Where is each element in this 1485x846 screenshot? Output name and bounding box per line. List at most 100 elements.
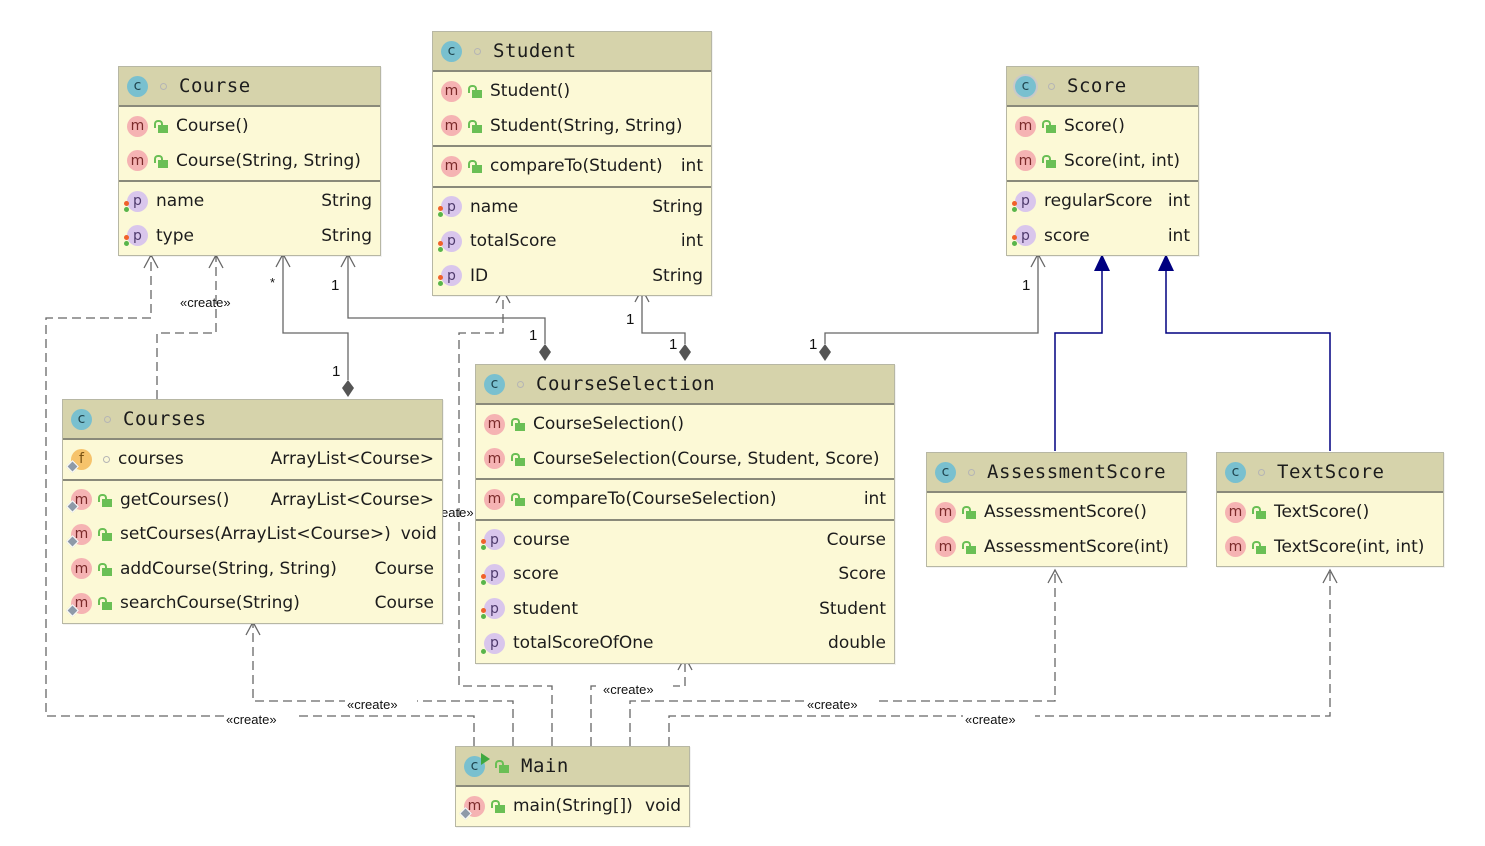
class-header[interactable]: c Main [456,747,689,787]
member-row[interactable]: p name String [433,190,711,225]
dependency-edge-courses-course [156,255,217,399]
member-row[interactable]: m CourseSelection() [476,407,894,442]
public-lock-icon [962,505,976,520]
methods-section: m compareTo(CourseSelection) int [476,480,894,521]
open-arrowhead [1047,568,1063,584]
member-row[interactable]: m Score(int, int) [1007,144,1198,179]
member-type: int [1167,225,1190,246]
property-icon: p [481,632,505,654]
property-icon: p [481,529,505,551]
member-name: name [470,196,519,217]
member-row[interactable]: p totalScore int [433,224,711,259]
member-row[interactable]: m searchCourse(String) Course [63,586,442,621]
member-row[interactable]: m CourseSelection(Course, Student, Score… [476,442,894,477]
class-course[interactable]: c Course m Course() m Course(String, Str… [118,66,381,256]
member-type: String [321,225,372,246]
package-visibility-icon [517,380,524,388]
member-row[interactable]: m Course() [119,109,380,144]
multiplicity-label: * [270,275,275,290]
class-courses[interactable]: c Courses f courses ArrayList<Course> m … [62,399,443,624]
create-stereotype-label: «create» [807,697,858,712]
member-row[interactable]: f courses ArrayList<Course> [63,442,442,477]
member-name: CourseSelection() [533,414,684,435]
class-student[interactable]: c Student m Student() m Student(String, … [432,31,712,296]
member-row[interactable]: p score int [1007,219,1198,254]
member-type: int [863,489,886,510]
class-header[interactable]: c AssessmentScore [927,453,1186,493]
member-row[interactable]: m getCourses() ArrayList<Course> [63,483,442,518]
member-row[interactable]: m main(String[]) void [456,789,689,824]
member-type: int [1167,191,1190,212]
class-main[interactable]: c Main m main(String[]) void [455,746,690,827]
class-assessmentscore[interactable]: c AssessmentScore m AssessmentScore() m … [926,452,1187,567]
package-visibility-icon [1048,82,1055,90]
method-icon: m [484,413,505,435]
dependency-edge-main-textscore [668,570,1331,746]
member-row[interactable]: p totalScoreOfOne double [476,626,894,661]
member-row[interactable]: p score Score [476,557,894,592]
member-row[interactable]: p name String [119,184,380,219]
package-visibility-icon [104,415,111,423]
constructors-section: m Student() m Student(String, String) [433,72,711,147]
constructors-section: m Course() m Course(String, String) [119,107,380,182]
class-header[interactable]: c TextScore [1217,453,1443,493]
runnable-class-icon: c [464,752,490,777]
package-visibility-icon [103,455,110,463]
class-header[interactable]: c Courses [63,400,442,440]
class-name: TextScore [1277,461,1385,483]
public-lock-icon [154,154,168,168]
member-row[interactable]: m Course(String, String) [119,144,380,179]
member-row[interactable]: m Student() [433,74,711,109]
class-name: CourseSelection [536,373,716,395]
member-name: CourseSelection(Course, Student, Score) [533,448,880,469]
member-row[interactable]: p student Student [476,592,894,627]
member-row[interactable]: m addCourse(String, String) Course [63,552,442,587]
member-row[interactable]: m compareTo(Student) int [433,149,711,184]
member-row[interactable]: m TextScore(int, int) [1217,530,1443,565]
multiplicity-label: 1 [669,336,677,353]
member-type: Course [826,529,886,550]
member-name: ID [470,265,489,286]
property-icon: p [124,190,148,212]
class-name: Courses [123,408,207,430]
member-row[interactable]: m TextScore() [1217,495,1443,530]
multiplicity-label: 1 [1022,277,1030,294]
class-header[interactable]: c Score [1007,67,1198,107]
member-row[interactable]: p type String [119,219,380,254]
member-name: student [513,598,578,619]
composition-edge-courses-course: * 1 [270,252,354,397]
member-row[interactable]: m setCourses(ArrayList<Course>) void [63,517,442,552]
member-row[interactable]: m Student(String, String) [433,109,711,144]
class-courseselection[interactable]: c CourseSelection m CourseSelection() m … [475,364,895,664]
method-icon: m [127,150,148,172]
property-icon: p [438,196,462,218]
member-name: score [1044,225,1090,246]
class-textscore[interactable]: c TextScore m TextScore() m TextScore(in… [1216,452,1444,567]
constructors-section: m CourseSelection() m CourseSelection(Co… [476,405,894,480]
member-row[interactable]: m compareTo(CourseSelection) int [476,482,894,517]
class-header[interactable]: c CourseSelection [476,365,894,405]
member-row[interactable]: m Score() [1007,109,1198,144]
public-lock-icon [468,159,482,174]
abstract-class-icon: c [1015,75,1036,97]
dependency-edge-main-student [458,290,553,746]
methods-section: m getCourses() ArrayList<Course> m setCo… [63,481,442,623]
member-row[interactable]: m AssessmentScore(int) [927,530,1186,565]
member-row[interactable]: m AssessmentScore() [927,495,1186,530]
public-lock-icon [511,492,525,507]
member-type: int [680,156,703,177]
member-name: totalScore [470,231,557,252]
properties-section: p name String p type String [119,182,380,255]
class-header[interactable]: c Student [433,32,711,72]
method-icon: m [441,80,462,102]
public-lock-icon [511,417,525,432]
member-name: type [156,225,194,246]
class-score[interactable]: c Score m Score() m Score(int, int) p re… [1006,66,1199,256]
class-header[interactable]: c Course [119,67,380,107]
member-row[interactable]: p course Course [476,523,894,558]
member-row[interactable]: p ID String [433,259,711,294]
method-icon: m [1225,536,1246,558]
member-type: String [652,196,703,217]
methods-section: m main(String[]) void [456,787,689,826]
member-row[interactable]: p regularScore int [1007,184,1198,219]
